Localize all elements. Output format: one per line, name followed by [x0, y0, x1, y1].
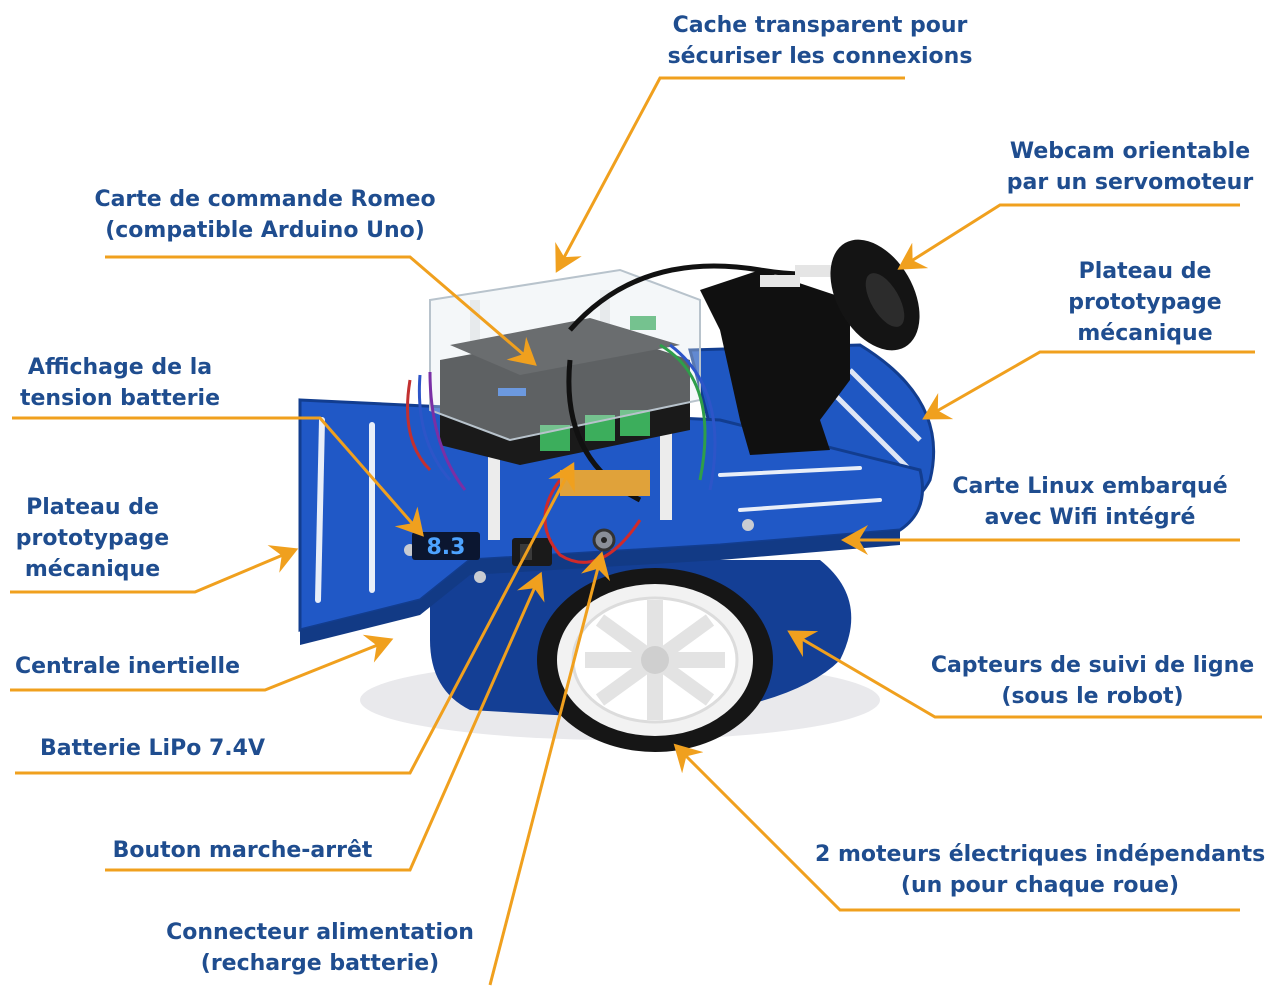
label-line: sécuriser les connexions — [667, 44, 973, 69]
callout-line-capteurs — [787, 630, 1262, 719]
callout-line-plateau-right — [922, 350, 1255, 420]
label-line: prototypage — [1068, 290, 1222, 315]
label-line: (sous le robot) — [1001, 684, 1184, 709]
label-line: tension batterie — [19, 386, 221, 411]
callout-line-romeo — [105, 255, 537, 366]
callout-line-plateau-left — [10, 545, 299, 594]
callout-line-cache — [555, 76, 905, 273]
callout-line-connecteur — [488, 551, 611, 986]
label-plateau-left: Plateau de prototypage mécanique — [5, 492, 180, 585]
label-line: Cache transparent pour — [672, 13, 968, 38]
voltage-display-value: 8.3 — [427, 535, 466, 560]
label-line: Plateau de — [26, 495, 159, 520]
callout-line-affichage — [12, 416, 424, 537]
label-line: Carte de commande Romeo — [94, 187, 436, 212]
label-line: prototypage — [15, 526, 170, 551]
label-line: (compatible Arduino Uno) — [105, 218, 425, 243]
label-centrale: Centrale inertielle — [5, 651, 250, 682]
label-line: Connecteur alimentation — [166, 920, 474, 945]
label-plateau-right: Plateau de prototypage mécanique — [1040, 256, 1250, 349]
wheel — [537, 568, 773, 752]
callout-line-moteurs — [673, 743, 1240, 912]
callout-line-centrale — [10, 634, 394, 692]
callout-lines — [10, 76, 1262, 986]
label-batterie: Batterie LiPo 7.4V — [25, 733, 280, 764]
label-moteurs: 2 moteurs électriques indépendants (un p… — [815, 839, 1265, 901]
label-line: (recharge batterie) — [200, 951, 440, 976]
label-line: mécanique — [1077, 321, 1213, 346]
label-line: Plateau de — [1078, 259, 1212, 284]
label-bouton: Bouton marche-arrêt — [105, 835, 380, 866]
label-line: avec Wifi intégré — [984, 505, 1196, 530]
label-line: mécanique — [24, 557, 161, 582]
callout-line-batterie — [15, 462, 575, 775]
voltage-display — [412, 532, 480, 560]
label-romeo: Carte de commande Romeo (compatible Ardu… — [75, 184, 455, 246]
label-connecteur: Connecteur alimentation (recharge batter… — [160, 917, 480, 979]
callout-line-webcam — [897, 203, 1240, 270]
label-line: Bouton marche-arrêt — [112, 838, 373, 863]
label-line: Affichage de la — [27, 355, 213, 380]
robot-illustration: 8.3 — [298, 239, 936, 752]
label-line: Carte Linux embarqué — [952, 474, 1228, 499]
label-cache: Cache transparent pour sécuriser les con… — [620, 10, 1020, 72]
label-linux: Carte Linux embarqué avec Wifi intégré — [940, 471, 1240, 533]
label-line: (un pour chaque roue) — [900, 873, 1180, 898]
label-line: Batterie LiPo 7.4V — [40, 736, 265, 761]
callout-line-bouton — [105, 571, 545, 872]
label-webcam: Webcam orientable par un servomoteur — [990, 136, 1268, 198]
label-capteurs: Capteurs de suivi de ligne (sous le robo… — [925, 650, 1260, 712]
servo-mount — [700, 270, 850, 455]
label-affichage: Affichage de la tension batterie — [10, 352, 230, 414]
label-line: Centrale inertielle — [14, 654, 241, 679]
label-line: Webcam orientable — [1009, 139, 1251, 164]
label-line: 2 moteurs électriques indépendants — [815, 842, 1266, 867]
label-line: par un servomoteur — [1006, 170, 1254, 195]
label-line: Capteurs de suivi de ligne — [930, 653, 1255, 678]
